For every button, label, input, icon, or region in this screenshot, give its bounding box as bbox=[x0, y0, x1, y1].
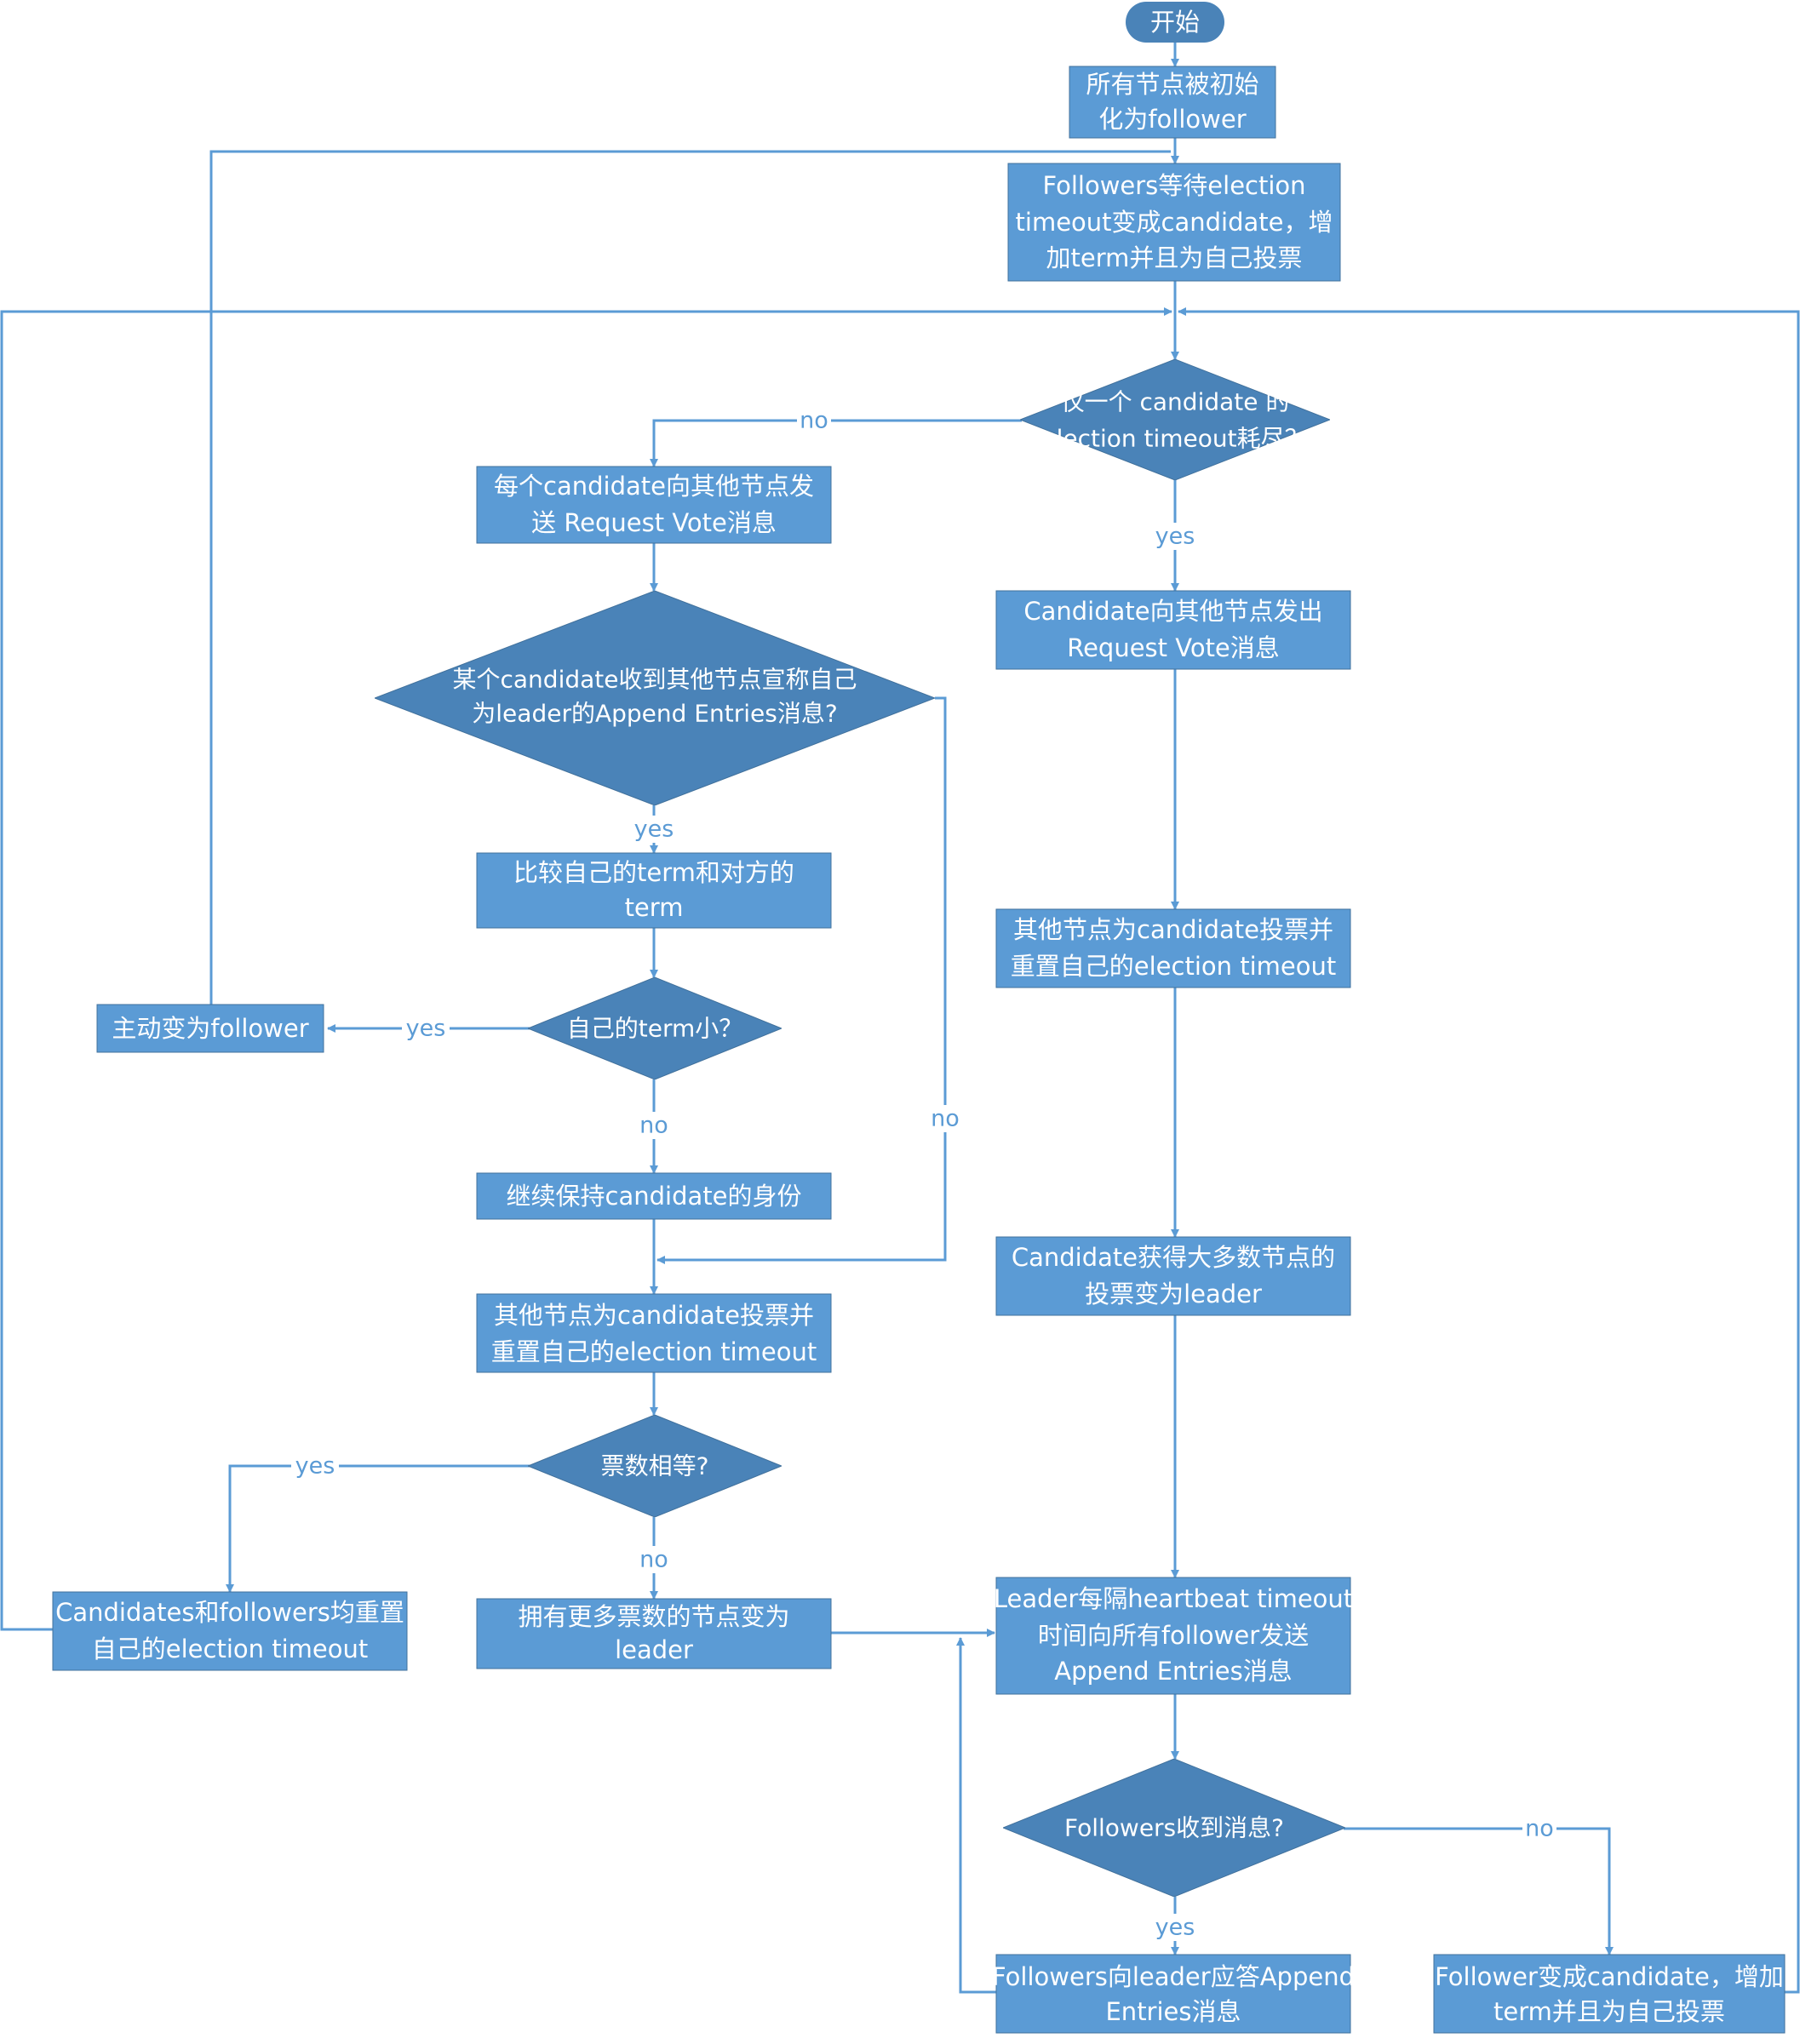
edge-received-no bbox=[1344, 1827, 1614, 1955]
decision-term-smaller: 自己的term小？ bbox=[528, 977, 782, 1079]
node-init-line-2: 化为follower bbox=[1098, 105, 1246, 134]
decision-followers-received: Followers收到消息? bbox=[1003, 1759, 1345, 1897]
node-each-send-line-1: 每个candidate向其他节点发 bbox=[494, 472, 814, 501]
node-start: 开始 bbox=[1126, 2, 1224, 43]
node-become-follower-line-1: 主动变为follower bbox=[112, 1014, 308, 1043]
decision-received-ae-line-1: 某个candidate收到其他节点宣称自己 bbox=[453, 666, 857, 694]
edge-label-equal-yes: yes bbox=[295, 1453, 335, 1480]
decision-check-single-line-2: election timeout耗尽？ bbox=[1041, 425, 1308, 453]
edges bbox=[0, 43, 1800, 1994]
node-become-follower: 主动变为follower bbox=[96, 1004, 324, 1053]
node-follower-become-candidate-line-1: Follower变成candidate，增加 bbox=[1435, 1962, 1784, 1991]
node-vote-reset-left: 其他节点为candidate投票并 重置自己的election timeout bbox=[476, 1293, 832, 1373]
node-vote-reset-left-line-1: 其他节点为candidate投票并 bbox=[494, 1301, 814, 1330]
edge-equal-yes bbox=[226, 1464, 530, 1593]
node-keep-candidate: 继续保持candidate的身份 bbox=[476, 1172, 832, 1220]
node-each-send-line-2: 送 Request Vote消息 bbox=[531, 508, 777, 537]
edge-reset-loop bbox=[0, 307, 1172, 1631]
node-cand-send-line-1: Candidate向其他节点发出 bbox=[1023, 597, 1322, 626]
decision-term-smaller-line-1: 自己的term小？ bbox=[567, 1015, 743, 1043]
edge-label-ae-no: no bbox=[931, 1106, 960, 1132]
node-vote-reset-right-line-1: 其他节点为candidate投票并 bbox=[1013, 915, 1333, 944]
edge-label-check-no: no bbox=[800, 408, 828, 434]
decision-check-single: 仅一个 candidate 的 election timeout耗尽？ bbox=[1020, 359, 1330, 480]
node-compare-term-line-2: term bbox=[625, 893, 684, 922]
edge-candidate-loop bbox=[1178, 307, 1800, 1994]
node-follower-become-candidate-line-2: term并且为自己投票 bbox=[1493, 1997, 1725, 2026]
decision-votes-equal-line-1: 票数相等? bbox=[601, 1452, 709, 1480]
node-heartbeat-line-2: 时间向所有follower发送 bbox=[1038, 1621, 1309, 1650]
node-each-send: 每个candidate向其他节点发 送 Request Vote消息 bbox=[476, 466, 832, 544]
edge-label-ae-yes: yes bbox=[634, 816, 674, 843]
node-majority-leader-line-1: Candidate获得大多数节点的 bbox=[1012, 1243, 1335, 1272]
decision-votes-equal: 票数相等? bbox=[528, 1415, 782, 1517]
node-majority-leader: Candidate获得大多数节点的 投票变为leader bbox=[995, 1236, 1351, 1316]
node-cand-send-line-2: Request Vote消息 bbox=[1067, 633, 1280, 662]
node-more-votes-leader-line-2: leader bbox=[615, 1635, 693, 1664]
nodes: 开始 所有节点被初始 化为follower Followers等待electio… bbox=[52, 2, 1786, 2034]
edge-label-check-yes: yes bbox=[1155, 524, 1195, 550]
node-followers-reply-line-1: Followers向leader应答Append bbox=[992, 1962, 1355, 1991]
edge-ae-no bbox=[656, 696, 947, 1264]
edge-label-equal-no: no bbox=[639, 1547, 668, 1573]
node-wait-line-1: Followers等待election bbox=[1042, 171, 1305, 200]
node-followers-reply: Followers向leader应答Append Entries消息 bbox=[992, 1954, 1355, 2034]
edge-follower-loop bbox=[209, 150, 1171, 1005]
node-vote-reset-right-line-2: 重置自己的election timeout bbox=[1011, 952, 1336, 981]
edge-label-received-no: no bbox=[1525, 1816, 1554, 1842]
edge-labels: no yes yes no yes no yes no yes no bbox=[291, 407, 1556, 1941]
node-init: 所有节点被初始 化为follower bbox=[1069, 66, 1276, 139]
node-heartbeat: Leader每隔heartbeat timeout 时间向所有follower发… bbox=[994, 1577, 1353, 1695]
node-vote-reset-right: 其他节点为candidate投票并 重置自己的election timeout bbox=[995, 908, 1351, 988]
node-wait-line-3: 加term并且为自己投票 bbox=[1046, 243, 1303, 272]
decision-check-single-line-1: 仅一个 candidate 的 bbox=[1061, 388, 1290, 416]
node-heartbeat-line-1: Leader每隔heartbeat timeout bbox=[994, 1584, 1353, 1613]
node-cand-send: Candidate向其他节点发出 Request Vote消息 bbox=[995, 590, 1351, 670]
node-majority-leader-line-2: 投票变为leader bbox=[1085, 1280, 1262, 1308]
node-reset-all-line-1: Candidates和followers均重置 bbox=[55, 1598, 404, 1627]
node-compare-term-line-1: 比较自己的term和对方的 bbox=[513, 858, 794, 887]
node-compare-term: 比较自己的term和对方的 term bbox=[476, 852, 832, 929]
node-wait: Followers等待election timeout变成candidate，增… bbox=[1007, 163, 1341, 282]
decision-received-ae: 某个candidate收到其他节点宣称自己 为leader的Append Ent… bbox=[375, 591, 935, 805]
node-keep-candidate-line-1: 继续保持candidate的身份 bbox=[507, 1182, 802, 1211]
edge-check-no bbox=[650, 419, 1022, 467]
edge-label-smaller-no: no bbox=[639, 1113, 668, 1139]
edge-label-received-yes: yes bbox=[1155, 1915, 1195, 1941]
edge-reply-loop bbox=[956, 1637, 996, 1994]
node-start-line-1: 开始 bbox=[1150, 8, 1200, 37]
decision-received-ae-line-2: 为leader的Append Entries消息? bbox=[472, 700, 837, 728]
edge-label-smaller-yes: yes bbox=[406, 1016, 446, 1042]
node-follower-become-candidate: Follower变成candidate，增加 term并且为自己投票 bbox=[1433, 1954, 1786, 2034]
node-more-votes-leader: 拥有更多票数的节点变为 leader bbox=[476, 1598, 832, 1669]
node-wait-line-2: timeout变成candidate，增 bbox=[1016, 208, 1333, 237]
node-more-votes-leader-line-1: 拥有更多票数的节点变为 bbox=[518, 1602, 789, 1631]
node-vote-reset-left-line-2: 重置自己的election timeout bbox=[491, 1337, 817, 1366]
node-init-line-1: 所有节点被初始 bbox=[1086, 70, 1258, 99]
node-reset-all: Candidates和followers均重置 自己的election time… bbox=[52, 1591, 408, 1671]
decision-followers-received-line-1: Followers收到消息? bbox=[1064, 1814, 1284, 1842]
node-followers-reply-line-2: Entries消息 bbox=[1105, 1997, 1241, 2026]
node-heartbeat-line-3: Append Entries消息 bbox=[1054, 1657, 1293, 1686]
node-reset-all-line-2: 自己的election timeout bbox=[92, 1635, 368, 1663]
